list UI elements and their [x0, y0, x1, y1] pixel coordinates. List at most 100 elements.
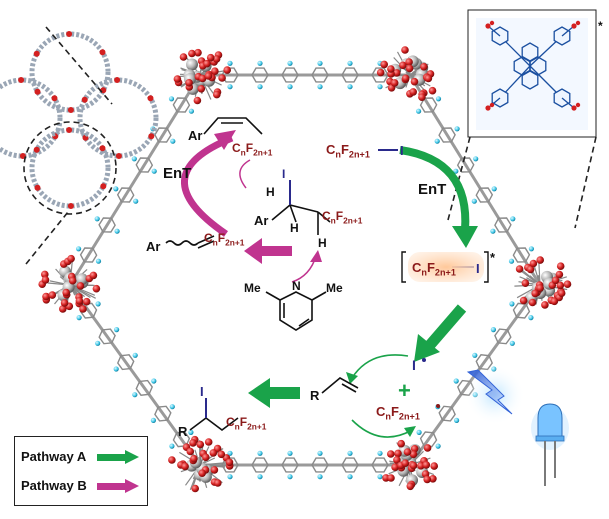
- zr-cluster-node: [514, 256, 572, 309]
- iodine-center: I: [282, 167, 285, 181]
- hydrogen-atom: [150, 417, 156, 423]
- hydrogen-atom: [257, 474, 263, 480]
- linker-ring: [512, 302, 531, 319]
- legend-row-pathway-b: Pathway B: [21, 471, 141, 500]
- alkene-bonds: [321, 377, 359, 394]
- carboxyl-oxygen: [571, 23, 577, 29]
- legend-arrow-magenta-icon: [97, 478, 141, 493]
- linker-ring: [251, 457, 269, 473]
- carboxyl-oxygen: [571, 105, 577, 111]
- pyrene-ring: [521, 42, 539, 62]
- linker-ring: [281, 457, 299, 473]
- linker-ring: [512, 247, 531, 263]
- hydrogen-atom: [132, 392, 138, 398]
- cnf-radical: CnF2n+1: [376, 404, 420, 422]
- cf-radical-dot: [436, 404, 440, 408]
- zr-cluster-node: [173, 48, 231, 105]
- linker-ring: [154, 405, 172, 422]
- iodine-radical-dot: [422, 358, 426, 362]
- hydrogen-atom: [188, 108, 194, 114]
- zr-cluster-node: [376, 46, 437, 101]
- hydrogen-atom: [76, 246, 82, 252]
- pathway-arrows: [181, 130, 478, 438]
- pathway-b-arrowhead-top: [214, 130, 236, 150]
- carboxyl-oxygen: [575, 20, 581, 26]
- pathway-a-diagonal-arrow: [425, 304, 467, 349]
- excited-star: *: [490, 250, 496, 265]
- hydrogen-atom: [227, 474, 233, 480]
- legend-label-pathway-a: Pathway A: [21, 449, 87, 464]
- bracket-left: [401, 251, 406, 283]
- zoom-dash-top: [45, 26, 113, 105]
- legend-arrow-green-icon: [97, 449, 141, 464]
- lightning-icon: [466, 369, 513, 415]
- hydrogen-atom: [490, 228, 496, 234]
- hydrogen-atom: [114, 327, 120, 333]
- hydrogen-atom: [94, 216, 100, 222]
- linker-ring: [251, 67, 269, 83]
- hydrogen-atom: [170, 138, 176, 144]
- hydrogen-atom: [435, 443, 441, 449]
- iodine-reagent: I: [400, 143, 404, 158]
- cnf-top: CnF2n+1: [232, 141, 273, 157]
- linker-ring: [311, 457, 329, 473]
- zr-cluster-node: [382, 439, 439, 491]
- hydrogen-atom: [471, 198, 477, 204]
- pore-rings: [0, 31, 159, 209]
- hydrogen-atom: [95, 340, 101, 346]
- pathway-b-arrowhead-left: [244, 238, 262, 264]
- h-label-2: H: [290, 221, 299, 235]
- hydrogen-atom: [287, 60, 293, 66]
- hydrogen-atom: [257, 450, 263, 456]
- linker-rod: [68, 74, 202, 286]
- ent-label-right: EnT: [418, 181, 446, 198]
- product-bonds: [189, 417, 239, 431]
- pore-structure-inset: [0, 26, 159, 265]
- hydrogen-atom: [317, 450, 323, 456]
- pathway-a-arrowhead-left: [248, 378, 270, 408]
- hydrogen-atom: [454, 126, 460, 132]
- linker-ring: [98, 217, 116, 233]
- linker-ring: [172, 97, 191, 113]
- hydrogen-atom: [113, 186, 119, 192]
- hydrogen-atom: [416, 429, 422, 435]
- hydrogen-atom: [227, 84, 233, 90]
- hydrogen-atom: [188, 429, 194, 435]
- linker-ring: [475, 187, 494, 203]
- radical-arc-top: [351, 354, 409, 379]
- legend-row-pathway-a: Pathway A: [21, 442, 141, 471]
- iodine-excited: I: [476, 261, 480, 276]
- linker-ring: [456, 157, 475, 173]
- hydrogen-atom: [317, 474, 323, 480]
- linker-ring: [419, 431, 438, 448]
- hydrogen-atom: [472, 352, 478, 358]
- hydrogen-atom: [509, 301, 515, 307]
- cnf-left: CnF2n+1: [204, 231, 245, 247]
- hydrogen-atom: [151, 378, 157, 384]
- hydrogen-atom: [113, 366, 119, 372]
- linker-inset: *: [447, 9, 603, 229]
- pore-ring: [0, 77, 63, 159]
- me-left: Me: [244, 281, 261, 295]
- legend-label-pathway-b: Pathway B: [21, 478, 87, 493]
- linker-ring: [135, 157, 154, 173]
- pathway-legend: Pathway A Pathway B: [14, 436, 148, 506]
- plus-sign: +: [398, 378, 411, 403]
- r-product: R: [178, 424, 188, 439]
- linker-rod: [408, 74, 542, 286]
- zr-cluster-node: [168, 435, 234, 493]
- excited-complex-glow: [408, 252, 484, 282]
- pathway-a-arrowhead-diag: [414, 334, 440, 362]
- hydrogen-atom: [257, 84, 263, 90]
- carboxyl-oxygen: [489, 20, 495, 26]
- hydrogen-atom: [435, 96, 442, 102]
- hydrogen-atom: [377, 450, 383, 456]
- iodine-radical: I: [412, 357, 416, 373]
- hydrogen-atom: [347, 84, 353, 90]
- pore-ring: [77, 77, 159, 159]
- ar-top: Ar: [188, 128, 202, 143]
- linker-ring: [494, 328, 512, 345]
- hydrogen-atom: [169, 443, 175, 449]
- h-label-3: H: [318, 236, 327, 250]
- h-transfer-arc: [239, 159, 251, 189]
